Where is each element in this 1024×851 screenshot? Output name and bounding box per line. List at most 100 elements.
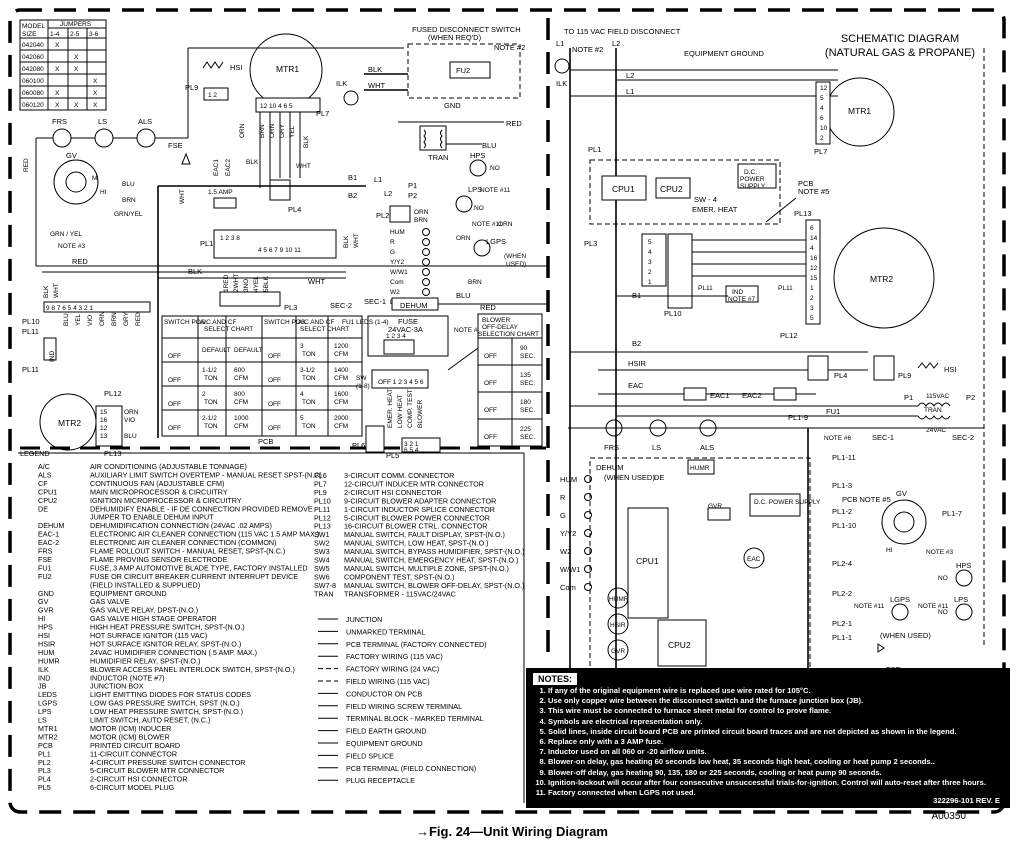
svg-text:NO: NO	[938, 575, 948, 582]
svg-text:10: 10	[820, 125, 828, 132]
svg-text:1: 1	[648, 279, 652, 286]
red-label-3: RED	[480, 303, 496, 312]
blk-label-1: BLK	[368, 65, 382, 74]
svg-text:BRN: BRN	[122, 197, 136, 204]
legend-abbr: PL3	[38, 766, 51, 775]
right-schematic: TO 115 VAC FIELD DISCONNECT EQUIPMENT GR…	[554, 27, 985, 708]
svg-text:BLK: BLK	[343, 235, 350, 248]
pl-pin-label: PL2-2	[832, 589, 852, 598]
blower-off-delay-chart	[477, 313, 543, 447]
svg-text:A/C AND CF: A/C AND CF	[298, 319, 335, 326]
svg-text:5BLK: 5BLK	[263, 275, 270, 292]
legend-desc: AUXILIARY LIMIT SWITCH OVERTEMP - MANUAL…	[90, 470, 322, 479]
svg-text:GRY: GRY	[123, 311, 130, 326]
humr-relay-upper	[687, 459, 715, 475]
screw-terminal-right	[584, 583, 592, 591]
wiring-diagram-svg: SCHEMATIC DIAGRAM (NATURAL GAS & PROPANE…	[8, 8, 1006, 814]
cpu2-label-upper: CPU2	[660, 184, 683, 194]
fse-label: FSE	[168, 141, 183, 150]
svg-text:L1: L1	[374, 175, 382, 184]
eac1-label-right: EAC1	[710, 391, 730, 400]
tran-transformer	[419, 125, 447, 151]
legend-abbr: PL5	[38, 783, 51, 792]
svg-text:PL1-9: PL1-9	[788, 413, 808, 422]
thermostat-terminal-label: W2	[390, 289, 400, 296]
legend-abbr: HI	[38, 614, 45, 623]
legend-abbr: GND	[38, 589, 54, 598]
svg-text:3NO: 3NO	[243, 279, 250, 292]
jt-header-model: MODEL	[22, 23, 46, 30]
dip-off-label: OFF	[168, 401, 181, 408]
pl3-connector-right	[641, 233, 667, 287]
svg-text:BLK: BLK	[43, 285, 50, 298]
legend-symbol-desc: FIELD SPLICE	[346, 751, 394, 760]
svg-text:PCB: PCB	[798, 179, 813, 188]
als-switch	[136, 128, 156, 148]
svg-text:4: 4	[648, 249, 652, 256]
cpu2-label-lower: CPU2	[668, 640, 691, 650]
svg-text:HI: HI	[100, 189, 107, 196]
legend-abbr-right: SW3	[314, 547, 330, 556]
legend-desc: EQUIPMENT GROUND	[90, 589, 167, 598]
legend-desc: HOT SURFACE IGNITOR RELAY, SPST-(N.O.)	[90, 639, 241, 648]
mtr2-label-left: MTR2	[58, 418, 81, 428]
cf-cell: 1000	[234, 415, 249, 422]
pl4-connector	[269, 179, 291, 201]
hsir-label-upper: HSIR	[628, 359, 647, 368]
svg-text:13: 13	[100, 433, 108, 440]
blower-delay-unit: SEC.	[520, 407, 535, 414]
gv-gas-valve	[53, 159, 99, 205]
jt-model-cell: 042080	[22, 66, 44, 73]
legend-desc: FLAME ROLLOUT SWITCH - MANUAL RESET, SPS…	[90, 547, 285, 556]
svg-text:BRN: BRN	[468, 279, 482, 286]
note-item: Blower-on delay, gas heating 60 seconds …	[548, 757, 1002, 767]
svg-text:SELECTION CHART: SELECTION CHART	[478, 331, 539, 338]
jt-cell-14: X	[55, 90, 60, 97]
tran-secondary	[917, 415, 951, 420]
svg-text:2: 2	[810, 295, 814, 302]
cf-unit: CFM	[234, 375, 248, 382]
lgps-label: LGPS	[486, 237, 506, 246]
svg-text:GRN/YEL: GRN/YEL	[114, 211, 143, 218]
cf-unit: CFM	[234, 399, 248, 406]
pl3-connector	[219, 291, 281, 307]
thermostat-terminal-label: Com	[390, 279, 404, 286]
svg-text:M: M	[92, 175, 97, 182]
hps-label: HPS	[470, 151, 485, 160]
svg-text:VIO: VIO	[124, 417, 135, 424]
pl10-label-right: PL10	[664, 309, 682, 318]
ac-tonnage-unit-right: TON	[302, 351, 316, 358]
legend-desc: GAS VALVE	[90, 597, 129, 606]
legend-abbr-right: PL10	[314, 496, 331, 505]
tran-label: TRAN	[428, 153, 448, 162]
cpu2-lower	[657, 619, 707, 667]
thermostat-terminal-label: HUM	[390, 229, 405, 236]
ilk-label-right: ILK	[556, 79, 567, 88]
jt-header-jumpers: JUMPERS	[60, 21, 92, 28]
legend-abbr: ALS	[38, 470, 52, 479]
legend-desc: HOT SURFACE IGNITOR (115 VAC)	[90, 631, 207, 640]
legend-desc-right: 5-CIRCUIT BLOWER POWER CONNECTOR	[344, 513, 490, 522]
gvr-label-upper: GVR	[708, 503, 722, 510]
legend-desc-right: 12-CIRCUIT INDUCER MTR CONNECTOR	[344, 479, 484, 488]
svg-text:5: 5	[810, 315, 814, 322]
hsi-symbol-right	[917, 362, 939, 369]
legend-abbr: GV	[38, 597, 49, 606]
svg-text:1 2 3 8: 1 2 3 8	[220, 235, 240, 242]
legend-desc-right: MANUAL SWITCH, LOW HEAT, SPST-(N.O.)	[344, 539, 489, 548]
legend-desc-right: MANUAL SWITCH, FAULT DISPLAY, SPST-(N.O.…	[344, 530, 505, 539]
title-line1: SCHEMATIC DIAGRAM	[841, 33, 959, 45]
svg-text:4: 4	[810, 245, 814, 252]
legend-abbr: PL1	[38, 749, 51, 758]
legend-desc-right: 9-CIRCUIT BLOWER ADAPTER CONNECTOR	[344, 496, 496, 505]
legend-abbr: GVR	[38, 606, 54, 615]
legend-abbr-right: SW1	[314, 530, 330, 539]
pl2-label: PL2	[376, 211, 389, 220]
svg-text:5: 5	[820, 95, 824, 102]
gnd-label: GND	[444, 101, 461, 110]
gvr-coil	[607, 639, 629, 661]
pcb-note5-label-lower: PCB NOTE #5	[842, 495, 891, 504]
